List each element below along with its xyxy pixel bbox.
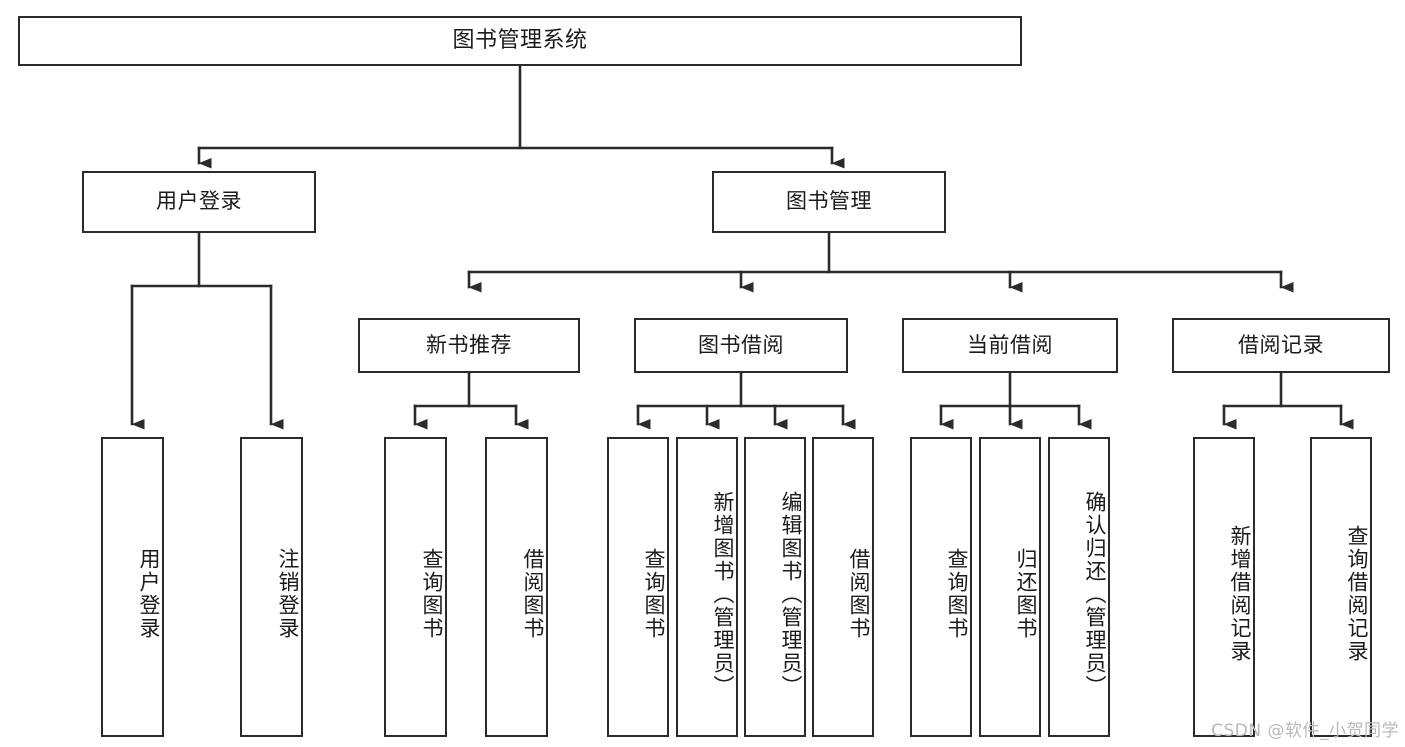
leaf-borrow-add-book-admin[interactable]: 新增图书（管理员） [676,437,738,737]
leaf-current-query-book[interactable]: 查询图书 [910,437,972,737]
leaf-label: 确认归还（管理员） [1083,490,1107,698]
node-user-login[interactable]: 用户登录 [82,171,316,233]
leaf-user-login-logout[interactable]: 注销登录 [240,437,303,737]
leaf-label: 新增图书（管理员） [711,490,735,698]
leaf-current-confirm-return-admin[interactable]: 确认归还（管理员） [1048,437,1110,737]
leaf-record-query-record[interactable]: 查询借阅记录 [1310,437,1372,737]
leaf-label: 借阅图书 [847,548,871,640]
leaf-borrow-edit-book-admin[interactable]: 编辑图书（管理员） [744,437,806,737]
leaf-label: 查询图书 [945,548,969,640]
leaf-label: 查询图书 [642,548,666,640]
node-book-management[interactable]: 图书管理 [712,171,946,233]
leaf-label: 注销登录 [276,548,300,640]
node-root-system[interactable]: 图书管理系统 [18,16,1022,66]
leaf-label: 查询借阅记录 [1345,525,1369,663]
node-book-borrow[interactable]: 图书借阅 [634,318,848,373]
node-borrow-record[interactable]: 借阅记录 [1172,318,1390,373]
leaf-label: 归还图书 [1014,548,1038,640]
leaf-record-add-record[interactable]: 新增借阅记录 [1193,437,1255,737]
node-current-borrow[interactable]: 当前借阅 [902,318,1118,373]
leaf-label: 用户登录 [137,548,161,640]
leaf-label: 查询图书 [420,548,444,640]
csdn-watermark: CSDN @软件_小贺同学 [1211,721,1399,741]
leaf-borrow-borrow-book[interactable]: 借阅图书 [812,437,874,737]
leaf-user-login-login[interactable]: 用户登录 [101,437,164,737]
node-new-book-recommend[interactable]: 新书推荐 [358,318,580,373]
leaf-current-return-book[interactable]: 归还图书 [979,437,1041,737]
leaf-label: 编辑图书（管理员） [779,490,803,698]
leaf-recommend-borrow-book[interactable]: 借阅图书 [485,437,548,737]
leaf-recommend-query-book[interactable]: 查询图书 [384,437,447,737]
leaf-borrow-query-book[interactable]: 查询图书 [607,437,669,737]
leaf-label: 借阅图书 [521,548,545,640]
leaf-label: 新增借阅记录 [1228,525,1252,663]
